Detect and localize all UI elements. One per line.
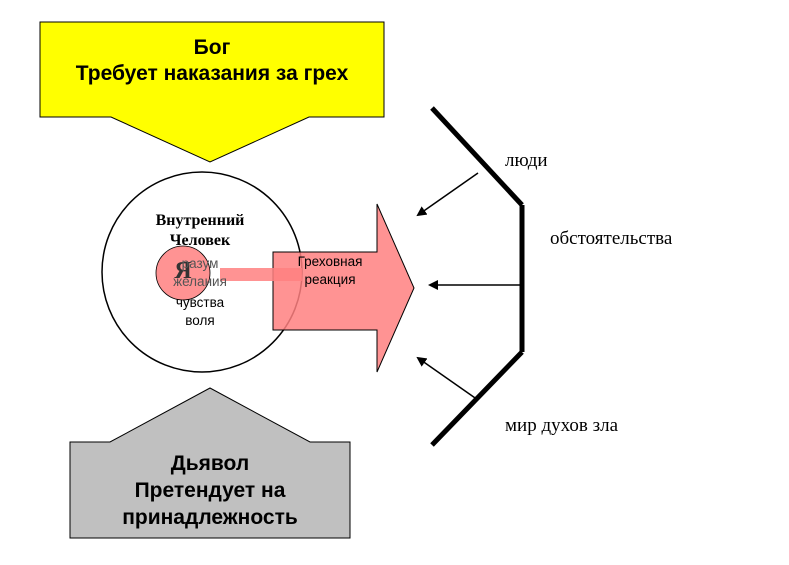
sin-reaction-arrow <box>272 203 415 373</box>
ego-circle <box>155 245 211 301</box>
evil-spirits-label: мир духов зла <box>505 415 619 436</box>
inner-man-title-line1: Внутренний <box>155 212 245 229</box>
ego-label: Я <box>174 258 192 284</box>
sin-reaction-line2: реакция <box>304 272 356 287</box>
circumstances-label: обстоятельства <box>550 228 673 249</box>
people-arrow <box>416 172 479 217</box>
inner-man-title-line2: Человек <box>169 232 231 249</box>
god-title: Бог <box>193 36 231 59</box>
ego-connector-bar <box>220 268 302 281</box>
faculty-mind: разум <box>181 256 219 271</box>
devil-arrow <box>69 387 351 539</box>
evil-spirits-arrow <box>416 356 479 401</box>
faculty-will: воля <box>185 313 215 328</box>
devil-subtitle-line1: Претендует на <box>134 479 286 502</box>
faculty-desires: желания <box>173 274 227 289</box>
faculty-feelings: чувства <box>175 295 225 310</box>
sin-reaction-line1: Греховная <box>297 254 363 269</box>
devil-subtitle-line2: принадлежность <box>122 506 298 529</box>
god-subtitle: Требует наказания за грех <box>75 62 349 85</box>
god-arrow <box>39 21 385 163</box>
people-line <box>430 106 524 207</box>
people-label: люди <box>505 150 548 171</box>
devil-title: Дьявол <box>170 452 250 475</box>
